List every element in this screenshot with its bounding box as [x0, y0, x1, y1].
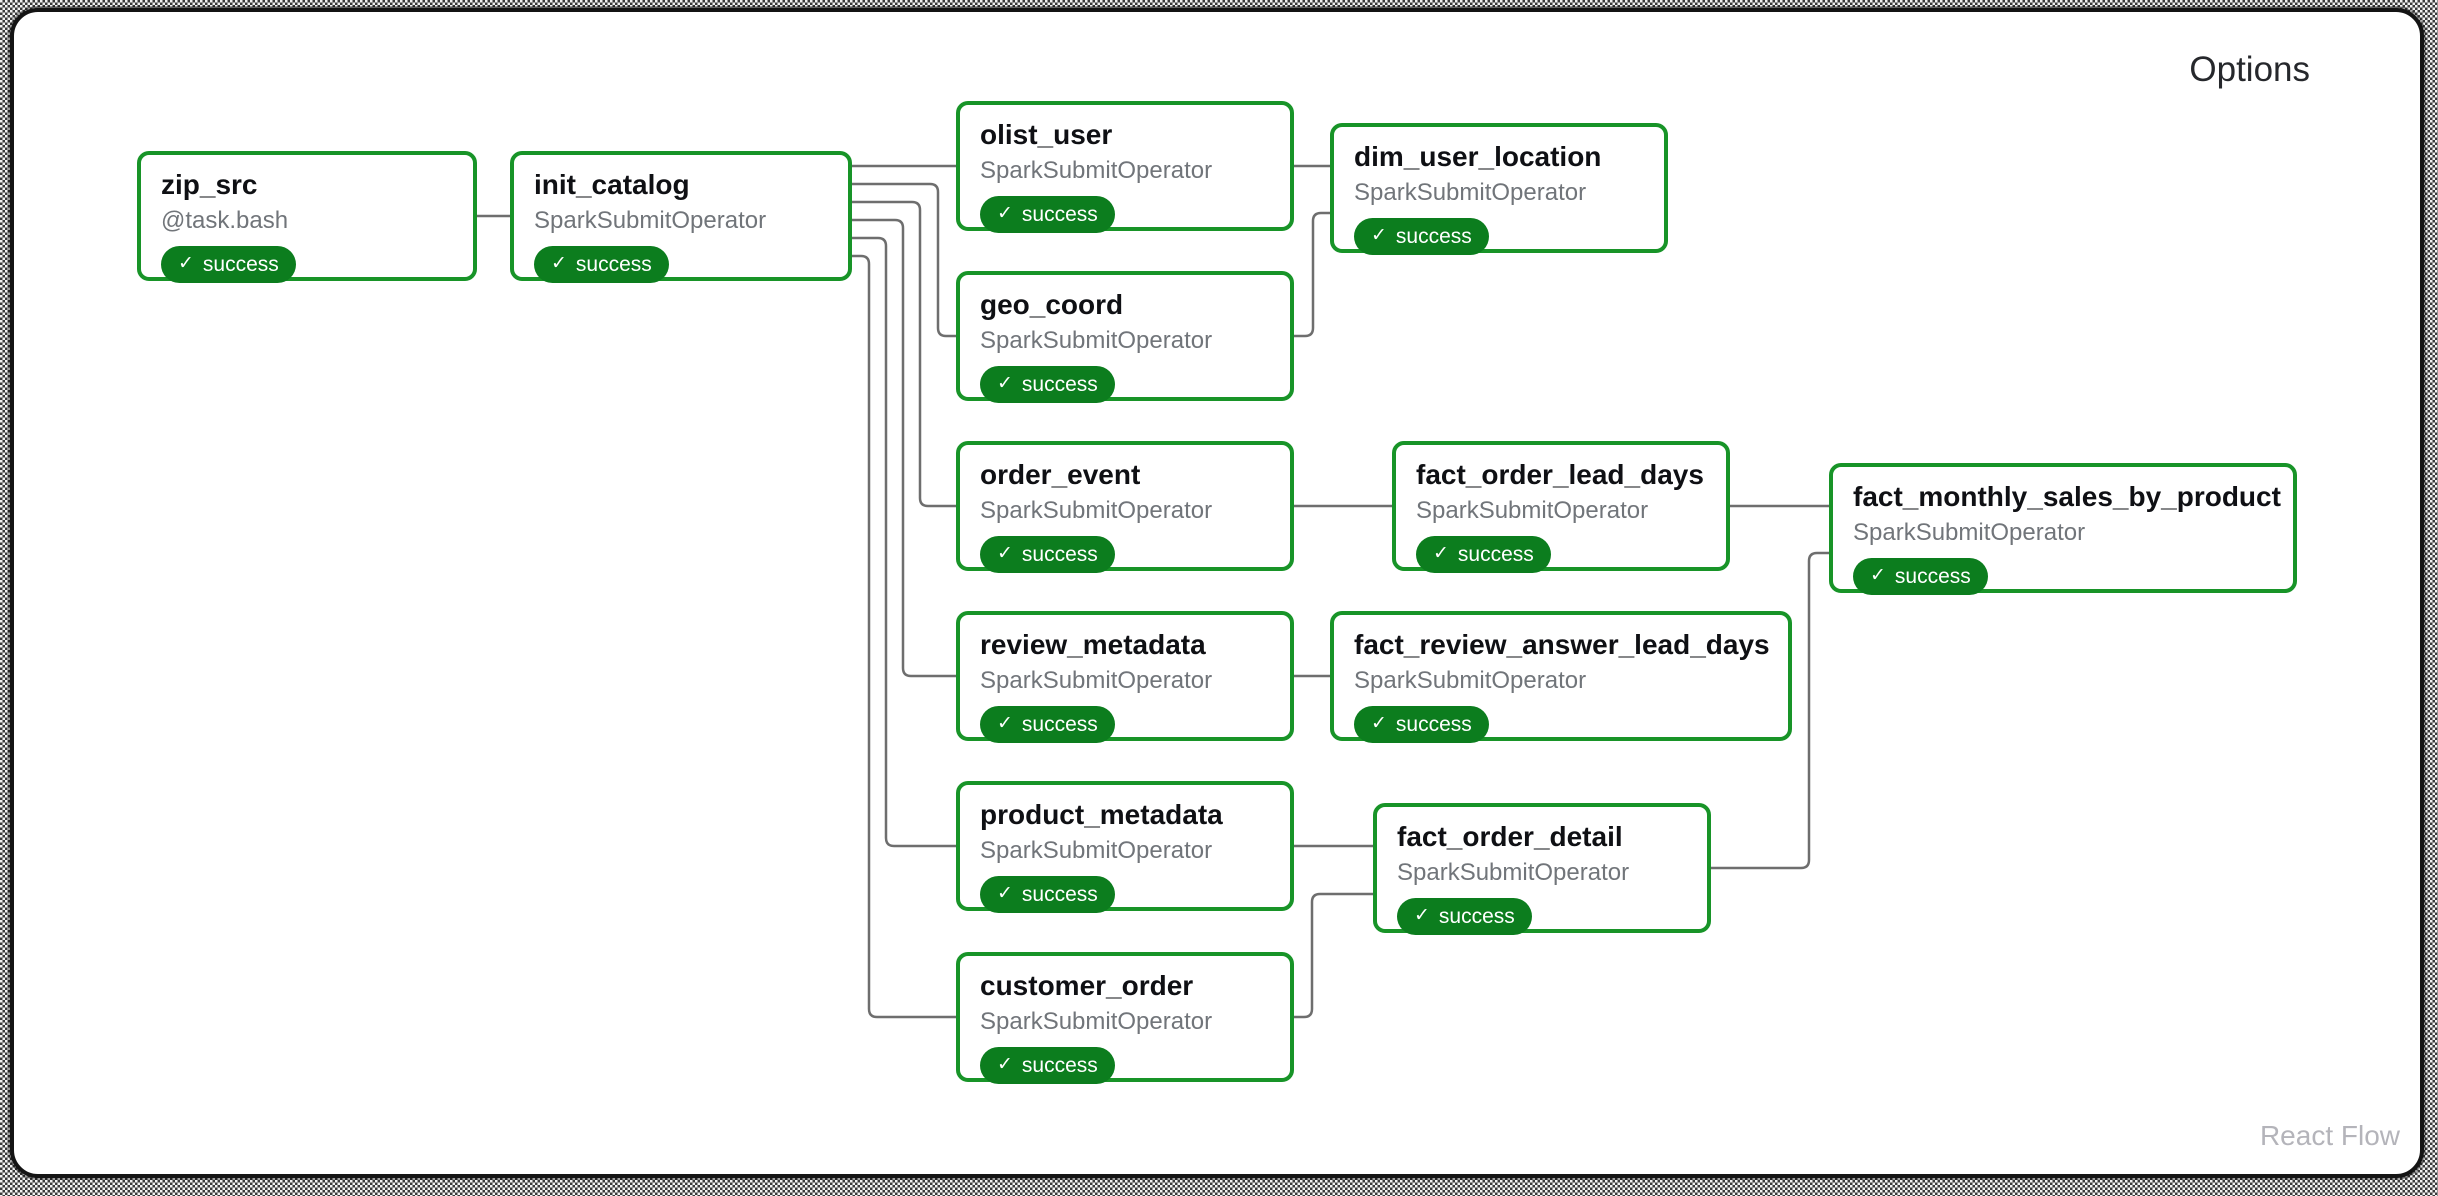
- status-label: success: [1438, 904, 1515, 928]
- task-node-product_metadata[interactable]: product_metadata SparkSubmitOperator ✓ s…: [956, 781, 1294, 913]
- task-node-init_catalog[interactable]: init_catalog SparkSubmitOperator ✓ succe…: [510, 151, 852, 283]
- status-badge: ✓ success: [980, 365, 1115, 403]
- task-node-geo_coord[interactable]: geo_coord SparkSubmitOperator ✓ success: [956, 271, 1294, 403]
- task-node-olist_user[interactable]: olist_user SparkSubmitOperator ✓ success: [956, 101, 1294, 233]
- status-label: success: [202, 252, 279, 276]
- operator-name: SparkSubmitOperator: [1416, 497, 1649, 525]
- status-badge: ✓ success: [1397, 897, 1532, 935]
- edge-init_catalog-to-order_event: [852, 200, 956, 508]
- operator-name: SparkSubmitOperator: [980, 327, 1213, 355]
- status-badge: ✓ success: [1354, 705, 1489, 743]
- operator-name: SparkSubmitOperator: [1354, 667, 1587, 695]
- edge-init_catalog-to-customer_order: [852, 254, 956, 1019]
- check-icon: ✓: [1414, 904, 1430, 926]
- status-badge: ✓ success: [534, 245, 669, 283]
- task-name: review_metadata: [980, 629, 1206, 660]
- check-icon: ✓: [1371, 712, 1387, 734]
- status-label: success: [1021, 882, 1098, 906]
- check-icon: ✓: [997, 542, 1013, 564]
- task-name: fact_order_detail: [1397, 821, 1623, 852]
- operator-name: @task.bash: [161, 207, 289, 235]
- task-node-review_metadata[interactable]: review_metadata SparkSubmitOperator ✓ su…: [956, 611, 1294, 743]
- check-icon: ✓: [551, 252, 567, 274]
- status-badge: ✓ success: [1416, 535, 1551, 573]
- task-name: geo_coord: [980, 289, 1124, 320]
- check-icon: ✓: [997, 712, 1013, 734]
- edge-geo_coord-to-dim_user_location: [1294, 211, 1330, 338]
- check-icon: ✓: [178, 252, 194, 274]
- edge-customer_order-to-fact_order_detail: [1294, 892, 1373, 1019]
- task-name: zip_src: [161, 169, 258, 200]
- status-label: success: [575, 252, 652, 276]
- task-name: fact_monthly_sales_by_product: [1853, 481, 2281, 512]
- operator-name: SparkSubmitOperator: [980, 667, 1213, 695]
- options-panel-title: Options: [2189, 50, 2310, 89]
- operator-name: SparkSubmitOperator: [980, 1008, 1213, 1036]
- status-badge: ✓ success: [980, 535, 1115, 573]
- check-icon: ✓: [1870, 564, 1886, 586]
- task-name: fact_order_lead_days: [1416, 459, 1704, 490]
- status-label: success: [1395, 224, 1472, 248]
- status-badge: ✓ success: [980, 705, 1115, 743]
- check-icon: ✓: [1433, 542, 1449, 564]
- operator-name: SparkSubmitOperator: [1853, 519, 2086, 547]
- status-label: success: [1021, 372, 1098, 396]
- task-node-fact_review_answer_lead_days[interactable]: fact_review_answer_lead_days SparkSubmit…: [1330, 611, 1792, 743]
- task-node-fact_order_lead_days[interactable]: fact_order_lead_days SparkSubmitOperator…: [1392, 441, 1730, 573]
- status-label: success: [1021, 542, 1098, 566]
- check-icon: ✓: [1371, 224, 1387, 246]
- operator-name: SparkSubmitOperator: [980, 157, 1213, 185]
- task-node-zip_src[interactable]: zip_src @task.bash ✓ success: [137, 151, 477, 283]
- operator-name: SparkSubmitOperator: [1354, 179, 1587, 207]
- task-name: init_catalog: [534, 169, 690, 200]
- operator-name: SparkSubmitOperator: [980, 837, 1213, 865]
- task-name: olist_user: [980, 119, 1113, 150]
- task-node-fact_monthly_sales_by_product[interactable]: fact_monthly_sales_by_product SparkSubmi…: [1829, 463, 2297, 595]
- task-name: customer_order: [980, 970, 1194, 1001]
- task-name: dim_user_location: [1354, 141, 1602, 172]
- status-label: success: [1395, 712, 1472, 736]
- status-badge: ✓ success: [1354, 217, 1489, 255]
- status-badge: ✓ success: [980, 1046, 1115, 1084]
- check-icon: ✓: [997, 882, 1013, 904]
- check-icon: ✓: [997, 1053, 1013, 1075]
- task-node-fact_order_detail[interactable]: fact_order_detail SparkSubmitOperator ✓ …: [1373, 803, 1711, 935]
- check-icon: ✓: [997, 202, 1013, 224]
- edge-init_catalog-to-geo_coord: [852, 182, 956, 338]
- status-label: success: [1894, 564, 1971, 588]
- status-badge: ✓ success: [161, 245, 296, 283]
- status-label: success: [1021, 1053, 1098, 1077]
- operator-name: SparkSubmitOperator: [980, 497, 1213, 525]
- task-name: order_event: [980, 459, 1141, 490]
- task-node-order_event[interactable]: order_event SparkSubmitOperator ✓ succes…: [956, 441, 1294, 573]
- task-node-dim_user_location[interactable]: dim_user_location SparkSubmitOperator ✓ …: [1330, 123, 1668, 255]
- status-label: success: [1457, 542, 1534, 566]
- status-label: success: [1021, 712, 1098, 736]
- edge-init_catalog-to-review_metadata: [852, 218, 956, 678]
- task-name: product_metadata: [980, 799, 1223, 830]
- status-badge: ✓ success: [980, 875, 1115, 913]
- status-badge: ✓ success: [1853, 557, 1988, 595]
- edge-init_catalog-to-product_metadata: [852, 236, 956, 848]
- operator-name: SparkSubmitOperator: [534, 207, 767, 235]
- status-badge: ✓ success: [980, 195, 1115, 233]
- status-label: success: [1021, 202, 1098, 226]
- operator-name: SparkSubmitOperator: [1397, 859, 1630, 887]
- task-node-customer_order[interactable]: customer_order SparkSubmitOperator ✓ suc…: [956, 952, 1294, 1084]
- react-flow-attribution[interactable]: React Flow: [2259, 1120, 2400, 1151]
- task-name: fact_review_answer_lead_days: [1354, 629, 1770, 660]
- check-icon: ✓: [997, 372, 1013, 394]
